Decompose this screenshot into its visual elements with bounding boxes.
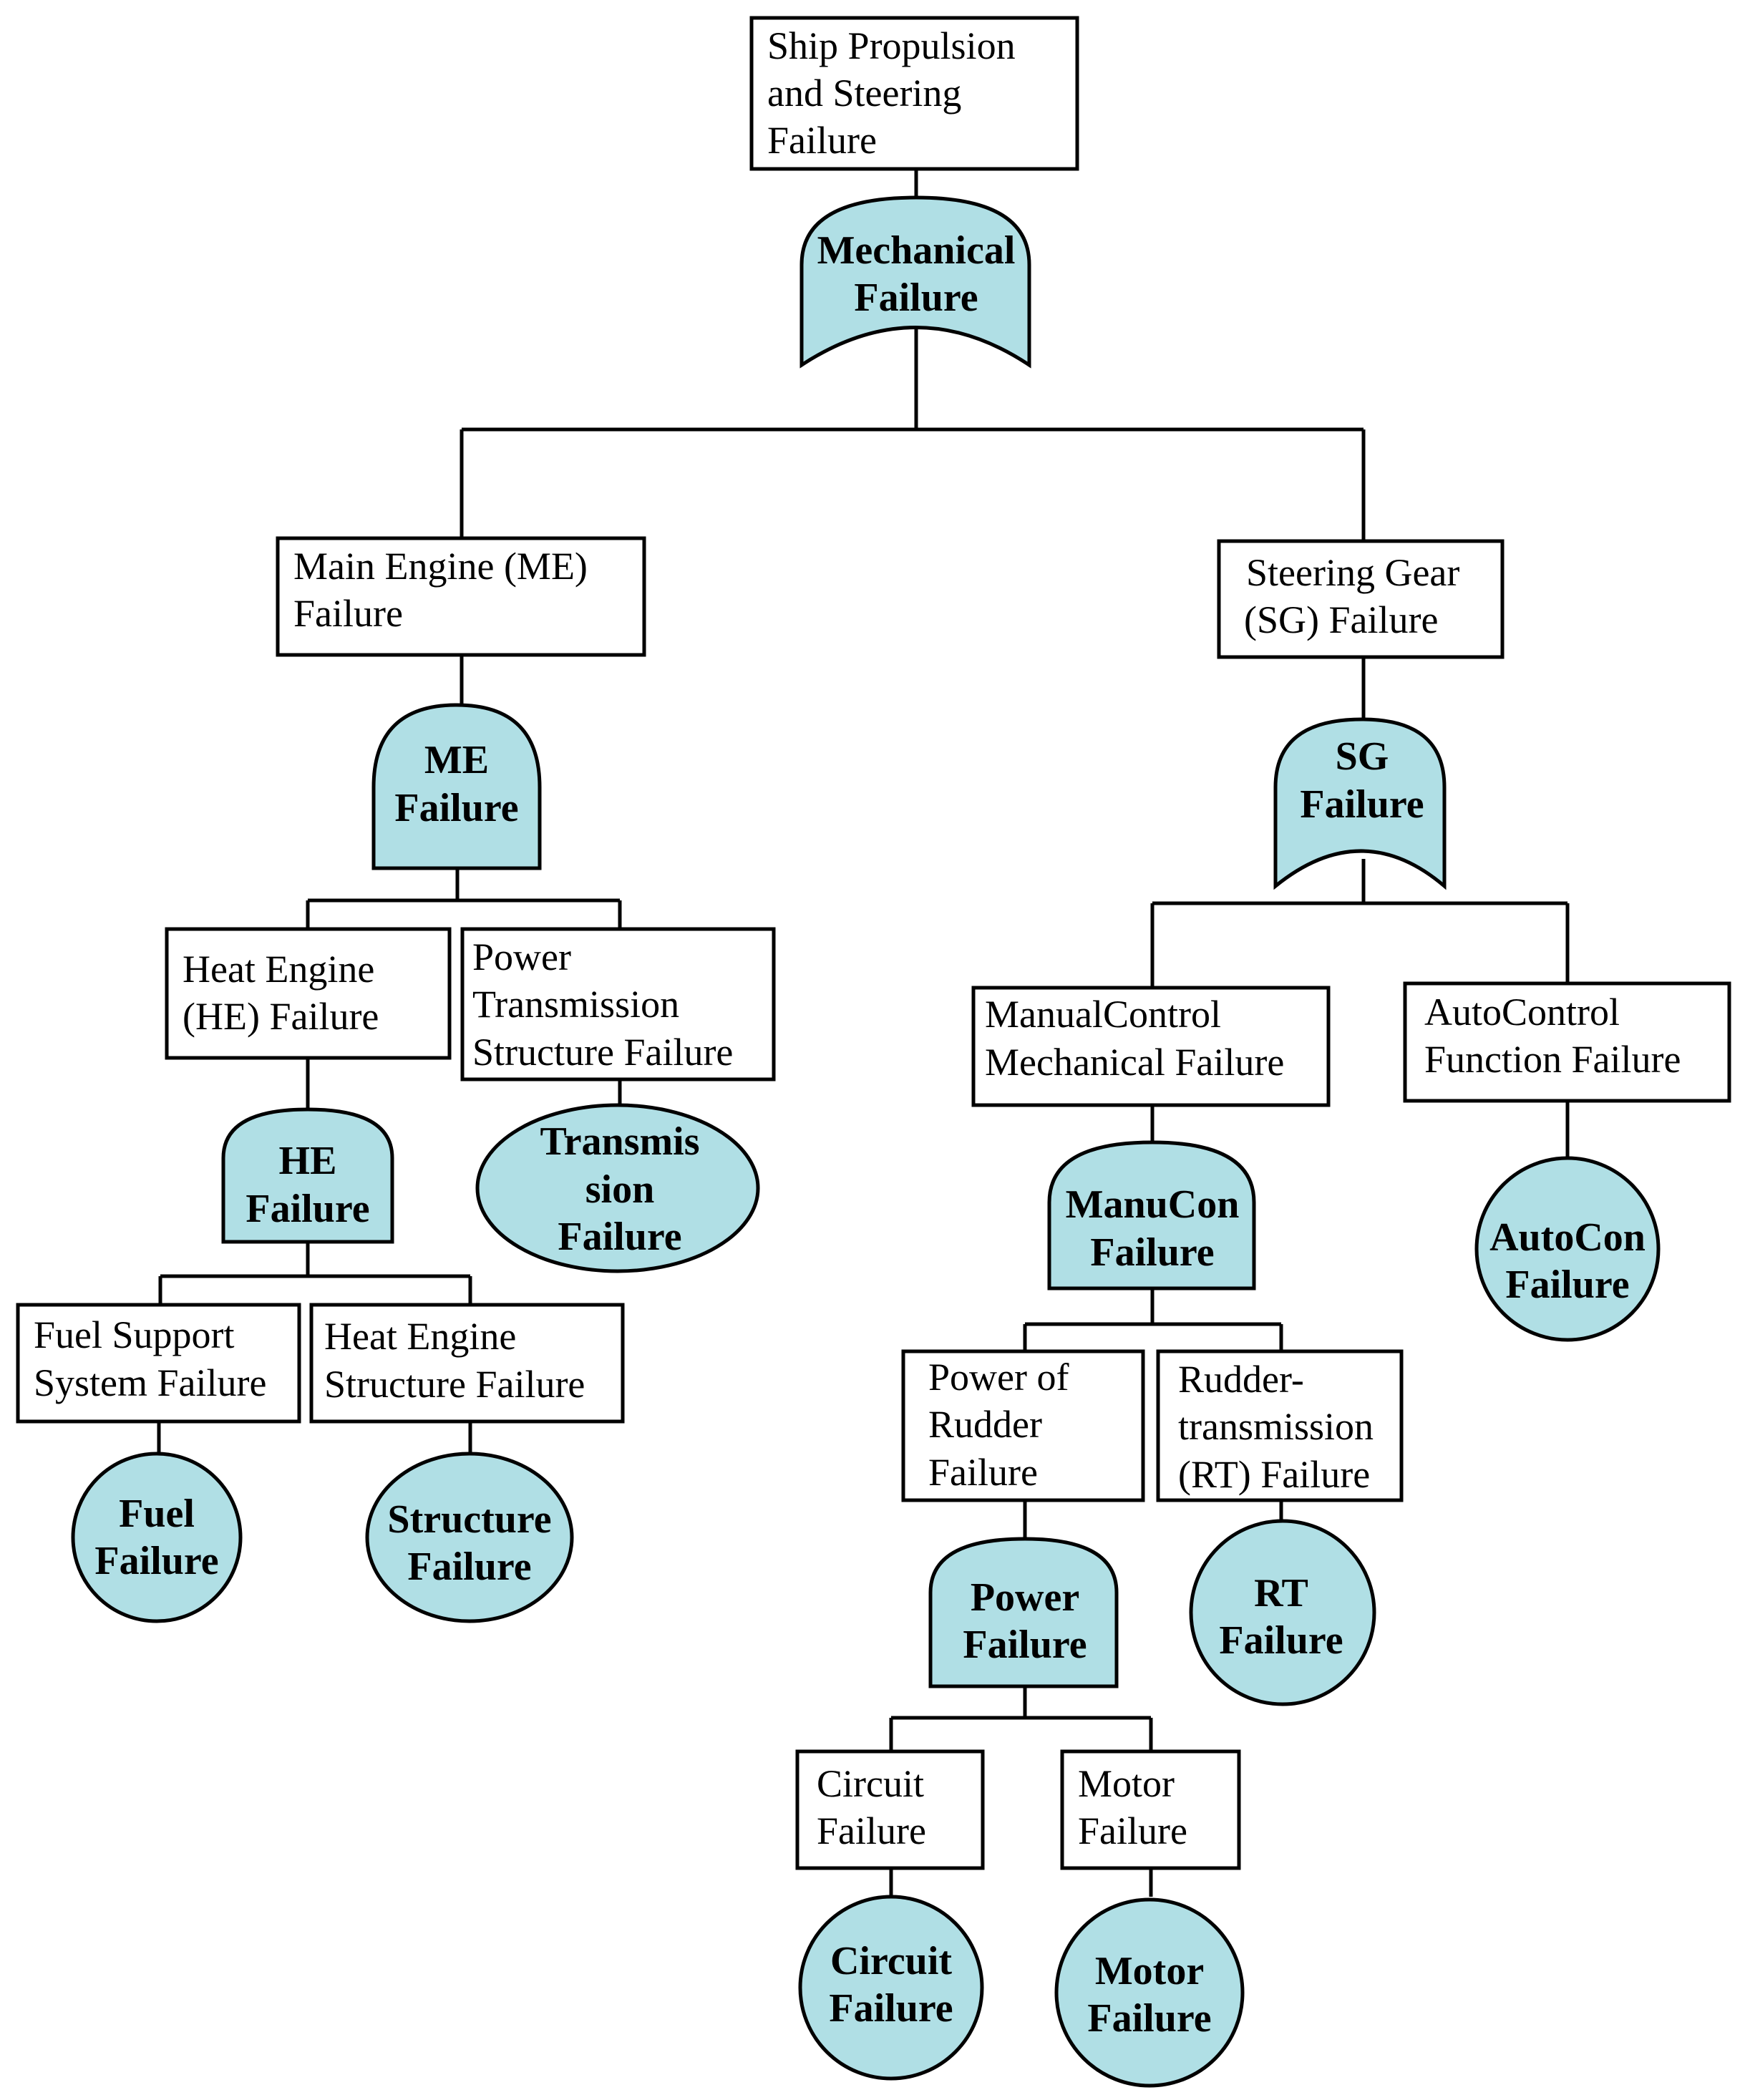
- gate-fuel-line-2: Failure: [94, 1539, 218, 1583]
- event-rudder-transmission: Rudder- transmission (RT) Failure: [1156, 1349, 1404, 1502]
- event-auto-control: AutoControl Function Failure: [1403, 981, 1731, 1103]
- or-gate-mechanical: Mechanical Failure: [799, 195, 1031, 369]
- or-gate-sg: SG Failure: [1273, 717, 1447, 890]
- event-hes-line-2: Structure Failure: [324, 1363, 585, 1406]
- basic-event-structure: Structure Failure: [365, 1452, 574, 1623]
- event-top-line-3: Failure: [767, 119, 877, 162]
- event-auto-line-1: AutoControl: [1424, 991, 1620, 1034]
- event-top-line-2: and Steering: [767, 72, 961, 115]
- event-sg-line-1: Steering Gear: [1246, 551, 1459, 594]
- event-rt-line-3: (RT) Failure: [1178, 1453, 1370, 1496]
- gate-mech-line-1: Mechanical: [817, 228, 1016, 273]
- event-top: Ship Propulsion and Steering Failure: [749, 16, 1079, 171]
- event-auto-line-2: Function Failure: [1424, 1038, 1681, 1081]
- event-pts-line-1: Power: [472, 935, 571, 978]
- event-motor-line-1: Motor: [1078, 1762, 1175, 1805]
- event-circuit-line-1: Circuit: [817, 1762, 924, 1805]
- event-fuel-line-2: System Failure: [34, 1361, 266, 1404]
- gate-trans-line-3: Failure: [558, 1215, 681, 1259]
- and-gate-power: Power Failure: [928, 1537, 1119, 1688]
- event-he-line-1: Heat Engine: [183, 948, 374, 991]
- and-gate-manucon: ManuCon Failure: [1047, 1140, 1256, 1290]
- gate-trans-line-2: sion: [585, 1167, 655, 1212]
- and-gate-me: ME Failure: [371, 703, 542, 870]
- basic-event-autocon: AutoCon Failure: [1474, 1156, 1661, 1342]
- gate-rt-line-1: RT: [1254, 1571, 1308, 1615]
- event-sg-line-2: (SG) Failure: [1244, 598, 1438, 641]
- gate-fuel-line-1: Fuel: [119, 1492, 195, 1536]
- event-circuit: Circuit Failure: [795, 1749, 985, 1870]
- gate-mech-line-2: Failure: [854, 276, 978, 320]
- event-me-line-2: Failure: [293, 592, 403, 635]
- event-motor-line-2: Failure: [1078, 1809, 1187, 1852]
- gate-circuit-line-2: Failure: [829, 1986, 953, 2031]
- connector-lines: [157, 169, 1570, 1897]
- gate-sg-line-2: Failure: [1300, 782, 1424, 827]
- gate-structure-line-1: Structure: [387, 1497, 551, 1542]
- event-steering-gear: Steering Gear (SG) Failure: [1217, 539, 1505, 659]
- event-motor: Motor Failure: [1060, 1749, 1241, 1870]
- event-main-engine: Main Engine (ME) Failure: [276, 536, 646, 657]
- event-manual-control: ManualControl Mechanical Failure: [971, 986, 1331, 1107]
- gate-autocon-line-2: Failure: [1505, 1263, 1629, 1307]
- basic-event-transmission: Transmis sion Failure: [475, 1103, 760, 1273]
- gate-circuit-line-1: Circuit: [830, 1939, 952, 1983]
- event-heat-engine: Heat Engine (HE) Failure: [165, 927, 452, 1060]
- gate-autocon-line-1: AutoCon: [1489, 1215, 1646, 1260]
- gate-he-line-1: HE: [279, 1139, 337, 1183]
- gate-me-line-2: Failure: [394, 786, 518, 830]
- and-gate-he: HE Failure: [221, 1107, 394, 1244]
- event-pr-line-3: Failure: [928, 1451, 1038, 1494]
- gate-manucon-line-2: Failure: [1090, 1230, 1214, 1275]
- event-pr-line-1: Power of: [928, 1356, 1069, 1399]
- gate-rt-line-2: Failure: [1219, 1618, 1343, 1663]
- basic-event-rt: RT Failure: [1189, 1519, 1376, 1706]
- basic-event-circuit: Circuit Failure: [798, 1895, 984, 2081]
- event-heat-engine-structure: Heat Engine Structure Failure: [309, 1303, 625, 1424]
- gate-trans-line-1: Transmis: [540, 1119, 700, 1164]
- event-top-line-1: Ship Propulsion: [767, 24, 1016, 67]
- gate-sg-line-1: SG: [1336, 734, 1389, 779]
- event-pts-line-3: Structure Failure: [472, 1031, 733, 1074]
- gate-he-line-2: Failure: [246, 1187, 369, 1231]
- event-pts-line-2: Transmission: [472, 983, 679, 1026]
- event-he-line-2: (HE) Failure: [183, 995, 379, 1038]
- gate-manucon-line-1: ManuCon: [1066, 1182, 1240, 1227]
- gate-structure-line-2: Failure: [407, 1545, 531, 1589]
- event-power-of-rudder: Power of Rudder Failure: [901, 1349, 1145, 1502]
- event-rt-line-2: transmission: [1178, 1405, 1374, 1448]
- basic-event-motor: Motor Failure: [1054, 1897, 1245, 2088]
- event-fuel-line-1: Fuel Support: [34, 1313, 235, 1356]
- gate-motor-line-2: Failure: [1087, 1996, 1211, 2041]
- basic-event-fuel: Fuel Failure: [71, 1452, 243, 1623]
- gate-me-line-1: ME: [424, 738, 489, 782]
- event-manual-line-2: Mechanical Failure: [985, 1041, 1284, 1084]
- event-power-transmission-structure: Power Transmission Structure Failure: [460, 927, 776, 1081]
- event-manual-line-1: ManualControl: [985, 993, 1221, 1036]
- event-rt-line-1: Rudder-: [1178, 1358, 1304, 1401]
- gate-motor-line-1: Motor: [1095, 1949, 1204, 1993]
- gate-power-line-2: Failure: [963, 1623, 1087, 1667]
- gate-power-line-1: Power: [971, 1575, 1079, 1620]
- event-fuel-support: Fuel Support System Failure: [16, 1303, 301, 1424]
- event-me-line-1: Main Engine (ME): [293, 545, 588, 588]
- event-circuit-line-2: Failure: [817, 1809, 926, 1852]
- event-hes-line-1: Heat Engine: [324, 1315, 516, 1358]
- event-pr-line-2: Rudder: [928, 1403, 1042, 1446]
